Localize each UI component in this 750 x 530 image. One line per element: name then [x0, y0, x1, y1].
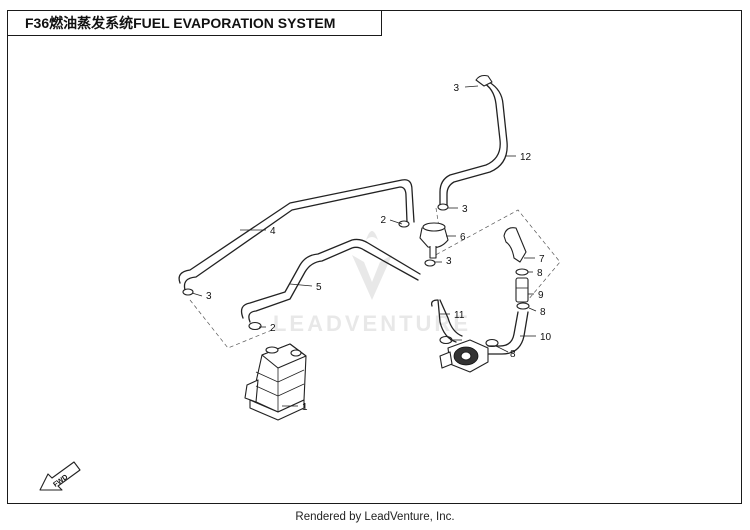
hose-10 [487, 311, 529, 355]
page-title: F36燃油蒸发系统FUEL EVAPORATION SYSTEM [25, 14, 336, 31]
callout-5: 5 [316, 282, 322, 293]
callout-2-upper: 2 [380, 215, 386, 226]
title-box: F36燃油蒸发系统FUEL EVAPORATION SYSTEM [7, 10, 382, 36]
purge-valve [439, 339, 489, 373]
callout-7: 7 [539, 254, 545, 265]
connector-9 [515, 277, 529, 303]
fwd-arrow: FWD [39, 461, 81, 491]
callout-2-lower: 2 [270, 323, 276, 334]
callout-3-valve: 3 [462, 204, 468, 215]
watermark: LEADVENTURE [273, 231, 471, 336]
watermark-text: LEADVENTURE [273, 311, 471, 336]
hose-7 [503, 227, 527, 263]
diagram-frame [7, 10, 742, 504]
leader-lines [191, 85, 537, 407]
callout-6: 6 [460, 232, 466, 243]
canister-1 [244, 343, 307, 421]
callout-9: 9 [538, 290, 544, 301]
hose-12 [439, 74, 508, 207]
callout-labels: 3 12 3 2 6 3 4 3 5 2 7 8 9 8 10 11 8 1 [206, 83, 552, 413]
callout-3-top: 3 [453, 83, 459, 94]
callout-10: 10 [540, 332, 552, 343]
footer-credit: Rendered by LeadVenture, Inc. [295, 511, 455, 523]
callout-1: 1 [302, 402, 308, 413]
callout-8-low: 8 [510, 349, 516, 360]
hose-11 [430, 299, 463, 343]
callout-8-top: 8 [537, 268, 543, 279]
valve-6 [419, 222, 449, 259]
callout-11: 11 [454, 310, 465, 321]
hose-5 [240, 238, 421, 323]
callout-3-mid: 3 [446, 256, 452, 267]
callout-4: 4 [270, 226, 276, 237]
callout-3-left: 3 [206, 291, 212, 302]
callout-12: 12 [520, 152, 532, 163]
hose-4 [178, 179, 415, 291]
callout-8-mid: 8 [540, 307, 546, 318]
